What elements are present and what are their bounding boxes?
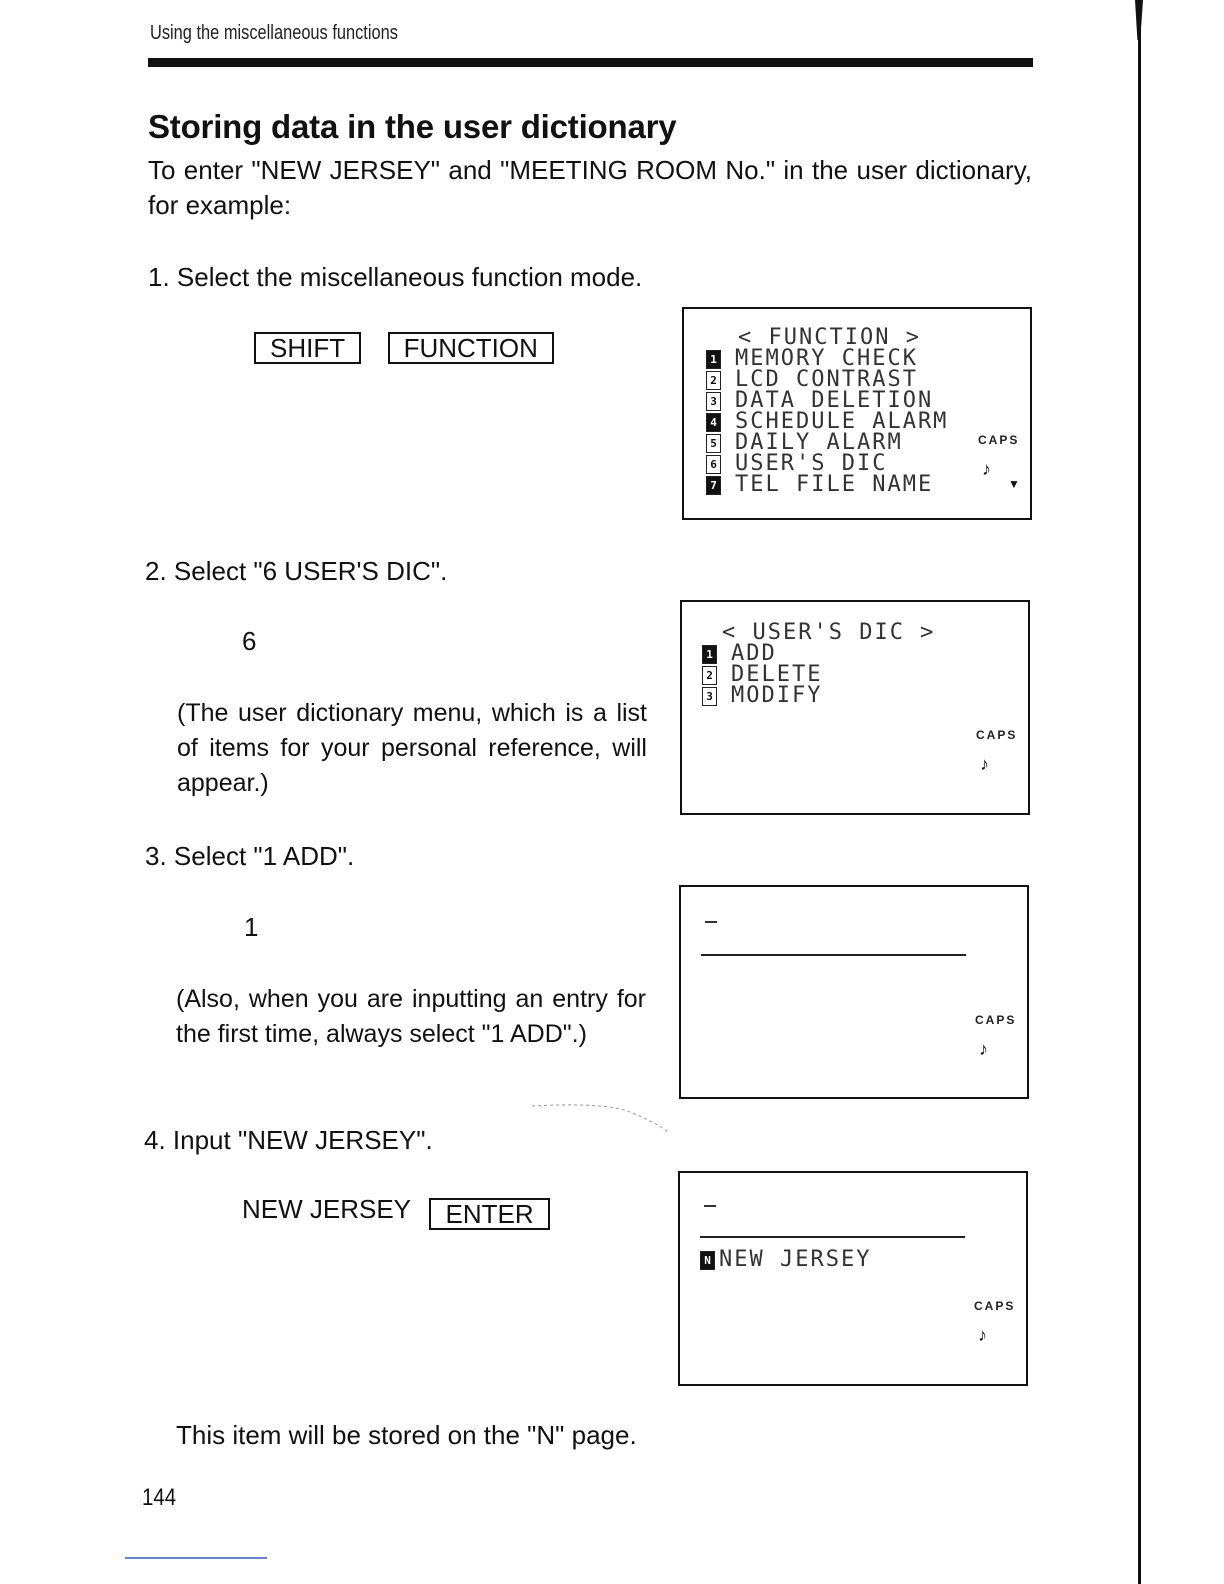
step-1-text: 1. Select the miscellaneous function mod… [148,262,643,292]
shift-key: SHIFT [254,332,362,364]
step-3-text: 3. Select "1 ADD". [145,841,355,871]
enter-key: ENTER [429,1197,550,1230]
lcd-divider [700,1236,965,1238]
step-2-note: (The user dictionary menu, which is a li… [177,699,647,797]
lcd-add-screen: CAPS ♪ [679,885,1029,1099]
music-note-icon: ♪ [978,1325,987,1345]
down-arrow-icon: ▼ [1008,477,1020,491]
step-2-input: 6 [242,626,257,656]
lcd-divider [701,954,966,956]
music-note-icon: ♪ [980,754,989,774]
page-edge-line [1138,0,1141,1584]
step-4-input-row: NEW JERSEY ENTER [242,1194,550,1230]
caps-indicator: CAPS [975,1013,1017,1027]
caps-indicator: CAPS [976,728,1018,742]
entry-page-badge: N [700,1250,715,1270]
page-number: 144 [142,1484,177,1511]
stray-mark [531,1104,669,1133]
step-1-keys: SHIFT FUNCTION [254,332,554,364]
header-rule [148,58,1033,67]
step-3-input: 1 [244,912,259,942]
step-4-text: 4. Input "NEW JERSEY". [144,1125,433,1155]
step-2-text: 2. Select "6 USER'S DIC". [145,556,448,586]
users-dic-menu-title: < USER'S DIC > [722,620,936,645]
footer-rule [125,1557,267,1559]
page-edge-mark [1135,0,1143,40]
footer-note: This item will be stored on the "N" page… [176,1420,637,1450]
music-note-icon: ♪ [982,459,991,479]
cursor-mark [705,921,717,923]
entry-text: NEW JERSEY [719,1247,872,1272]
function-menu-title: < FUNCTION > [738,325,921,350]
intro-paragraph: To enter "NEW JERSEY" and "MEETING ROOM … [148,155,1032,220]
caps-indicator: CAPS [978,433,1020,447]
step-3-note: (Also, when you are inputting an entry f… [176,985,646,1048]
music-note-icon: ♪ [979,1039,988,1059]
step-4-input: NEW JERSEY [242,1194,412,1224]
cursor-mark [704,1205,716,1207]
running-header: Using the miscellaneous functions [150,22,398,44]
caps-indicator: CAPS [974,1299,1016,1313]
page-title: Storing data in the user dictionary [148,108,677,145]
function-key: FUNCTION [387,332,554,364]
